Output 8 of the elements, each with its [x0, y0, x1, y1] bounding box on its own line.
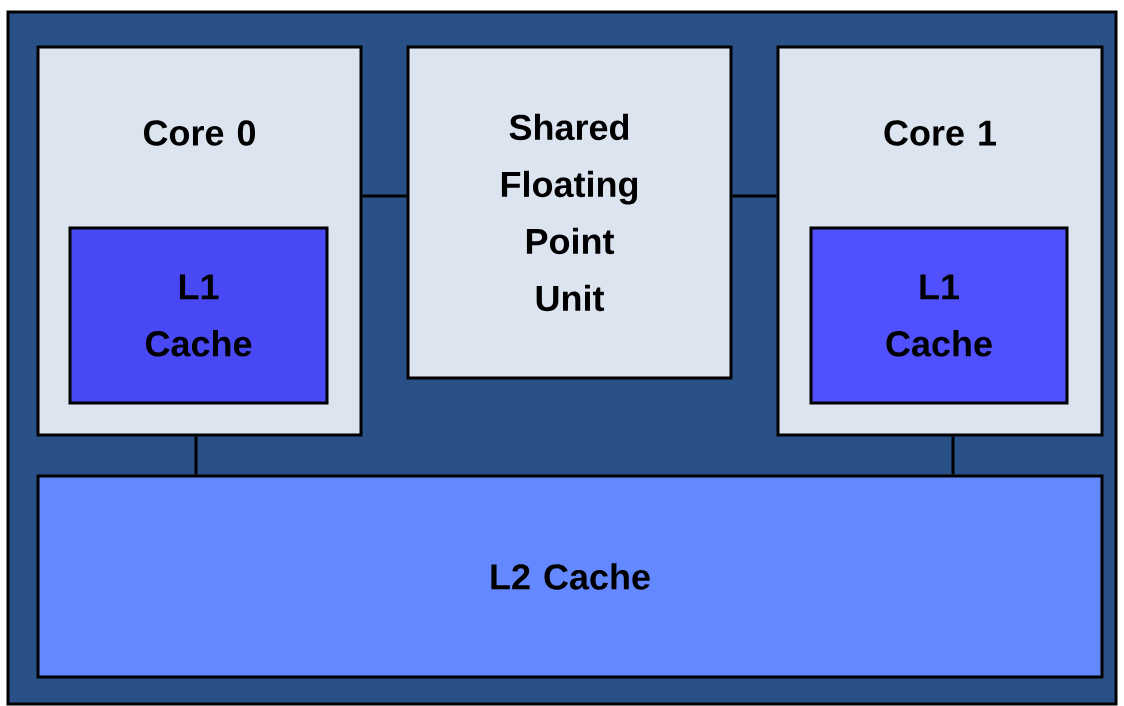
cache-box: L1 Cache	[68, 226, 329, 405]
cache-box: L2 Cache	[36, 474, 1104, 679]
cache-box: L1 Cache	[809, 226, 1069, 405]
connector-line	[362, 194, 407, 198]
fpu-box: Shared Floating Point Unit	[406, 45, 733, 380]
connector-line	[194, 436, 198, 475]
connector-line	[951, 436, 955, 475]
connector-line	[732, 194, 777, 198]
